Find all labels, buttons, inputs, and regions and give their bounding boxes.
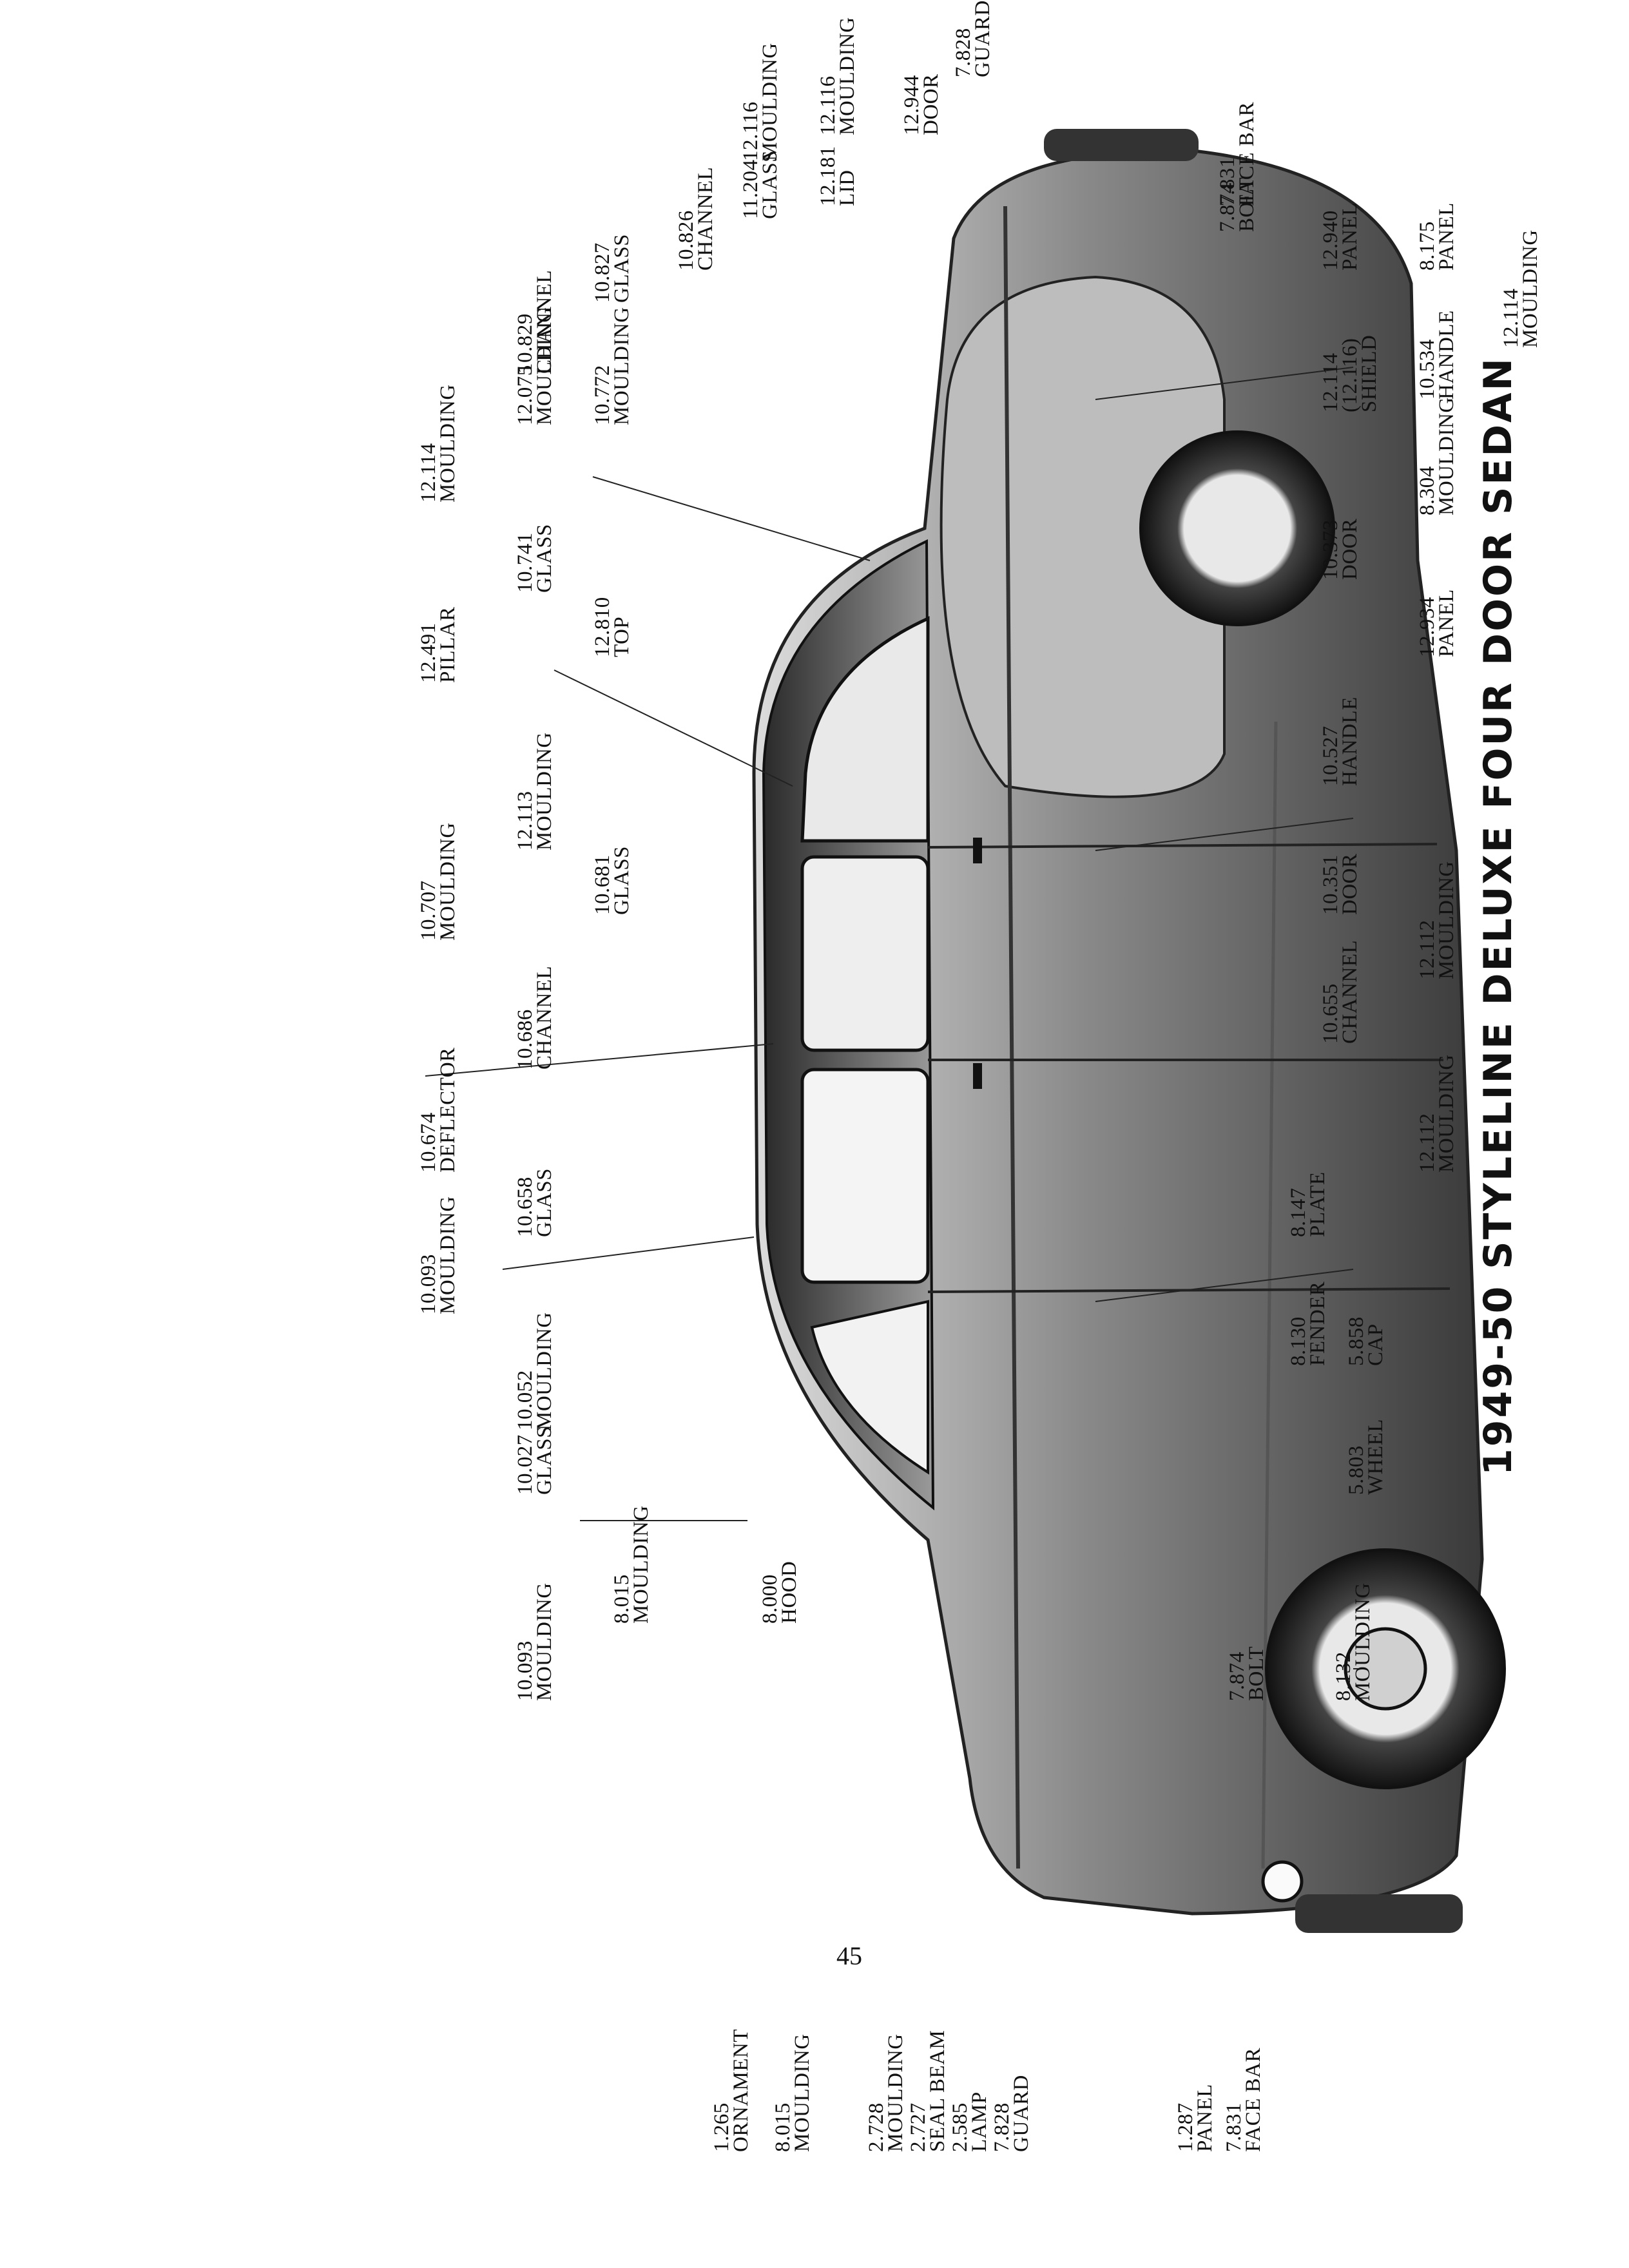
plate-title: 1949-50 STYLELINE DELUXE FOUR DOOR SEDAN bbox=[1476, 356, 1521, 1475]
car-body bbox=[752, 129, 1506, 1933]
leader-line bbox=[1095, 818, 1354, 851]
door-seam-rear bbox=[927, 843, 1438, 849]
rear-fender bbox=[940, 275, 1226, 798]
rear-quarter-window bbox=[800, 616, 930, 843]
leader-line bbox=[425, 1043, 774, 1077]
windshield bbox=[810, 1300, 929, 1475]
leader-line bbox=[554, 669, 793, 787]
leader-line bbox=[1095, 1269, 1354, 1302]
page-number: 45 bbox=[836, 1941, 862, 1970]
front-door-window bbox=[800, 1068, 930, 1284]
front-door-handle bbox=[973, 1063, 982, 1089]
front-bumper bbox=[1295, 1894, 1463, 1933]
leader-line bbox=[592, 476, 871, 561]
headlamp bbox=[1261, 1860, 1304, 1903]
belt-moulding bbox=[1003, 206, 1020, 1869]
leader-line bbox=[1095, 367, 1354, 400]
front-hubcap bbox=[1344, 1627, 1427, 1711]
leader-lines bbox=[425, 367, 1366, 1669]
leader-line bbox=[502, 1236, 755, 1270]
rear-door-handle bbox=[973, 838, 982, 863]
rear-door-window bbox=[800, 855, 930, 1052]
rear-bumper bbox=[1044, 129, 1199, 161]
rear-wheel bbox=[1139, 430, 1335, 626]
side-moulding bbox=[1261, 721, 1278, 1869]
callout-label-12-114-shield: 12.114(12.116)SHIELD bbox=[1319, 334, 1381, 412]
